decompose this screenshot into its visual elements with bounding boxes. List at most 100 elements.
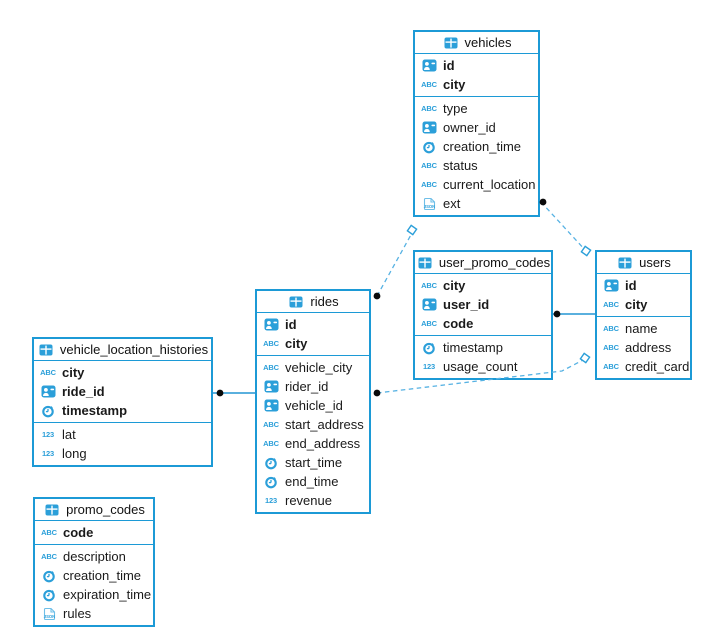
column-row: id — [597, 276, 690, 295]
table-grid-icon — [416, 257, 434, 269]
text-type-icon: ABC — [421, 80, 437, 89]
column-row: rider_id — [257, 377, 369, 396]
column-name: ride_id — [62, 384, 105, 399]
column-row: JSON rules — [35, 604, 153, 623]
column-row: expiration_time — [35, 585, 153, 604]
svg-text:JSON: JSON — [43, 614, 54, 619]
column-name: id — [443, 58, 455, 73]
person-id-icon — [262, 399, 280, 412]
column-name: status — [443, 158, 478, 173]
column-name: rider_id — [285, 379, 329, 394]
person-id-icon — [39, 385, 57, 398]
column-name: expiration_time — [63, 587, 152, 602]
table-header: promo_codes — [35, 499, 153, 521]
column-name: id — [625, 278, 637, 293]
column-row: id — [415, 56, 538, 75]
table-title: user_promo_codes — [438, 255, 551, 270]
columns-section: timestamp 123 usage_count — [415, 335, 551, 378]
column-name: rules — [63, 606, 92, 621]
column-name: user_id — [443, 297, 490, 312]
column-name: usage_count — [443, 359, 518, 374]
column-row: start_time — [257, 453, 369, 472]
clock-icon — [39, 404, 57, 418]
column-row: user_id — [415, 295, 551, 314]
number-type-icon: 123 — [423, 362, 435, 371]
column-row: end_time — [257, 472, 369, 491]
column-name: timestamp — [443, 340, 503, 355]
column-row: 123 usage_count — [415, 357, 551, 376]
column-name: long — [62, 446, 87, 461]
number-type-icon: 123 — [42, 430, 54, 439]
table-title: vehicles — [464, 35, 512, 50]
text-type-icon: ABC — [603, 343, 619, 352]
column-row: owner_id — [415, 118, 538, 137]
json-icon: JSON — [420, 197, 438, 211]
column-name: code — [443, 316, 474, 331]
column-name: city — [285, 336, 308, 351]
column-name: vehicle_id — [285, 398, 343, 413]
column-name: creation_time — [63, 568, 142, 583]
column-name: vehicle_city — [285, 360, 353, 375]
column-name: timestamp — [62, 403, 128, 418]
person-id-icon — [420, 59, 438, 72]
column-row: timestamp — [415, 338, 551, 357]
table-title: vehicle_location_histories — [59, 342, 209, 357]
column-row: ABC credit_card — [597, 357, 690, 376]
table-header: users — [597, 252, 690, 274]
column-row: id — [257, 315, 369, 334]
clock-icon — [262, 475, 280, 489]
table-title: rides — [310, 294, 339, 309]
json-icon: JSON — [40, 607, 58, 621]
column-name: end_time — [285, 474, 339, 489]
clock-icon — [262, 456, 280, 470]
column-row: creation_time — [35, 566, 153, 585]
table-grid-icon — [287, 296, 305, 308]
person-id-icon — [420, 298, 438, 311]
table-grid-icon — [442, 37, 460, 49]
table-header: rides — [257, 291, 369, 313]
number-type-icon: 123 — [265, 496, 277, 505]
column-name: city — [62, 365, 85, 380]
table-grid-icon — [616, 257, 634, 269]
text-type-icon: ABC — [603, 362, 619, 371]
table-header: vehicles — [415, 32, 538, 54]
clock-icon — [420, 140, 438, 154]
svg-text:JSON: JSON — [423, 204, 434, 209]
column-name: credit_card — [625, 359, 690, 374]
text-type-icon: ABC — [421, 180, 437, 189]
column-name: end_address — [285, 436, 361, 451]
text-type-icon: ABC — [41, 552, 57, 561]
text-type-icon: ABC — [263, 363, 279, 372]
text-type-icon: ABC — [421, 319, 437, 328]
person-id-icon — [262, 380, 280, 393]
column-name: type — [443, 101, 468, 116]
text-type-icon: ABC — [603, 300, 619, 309]
column-name: current_location — [443, 177, 536, 192]
